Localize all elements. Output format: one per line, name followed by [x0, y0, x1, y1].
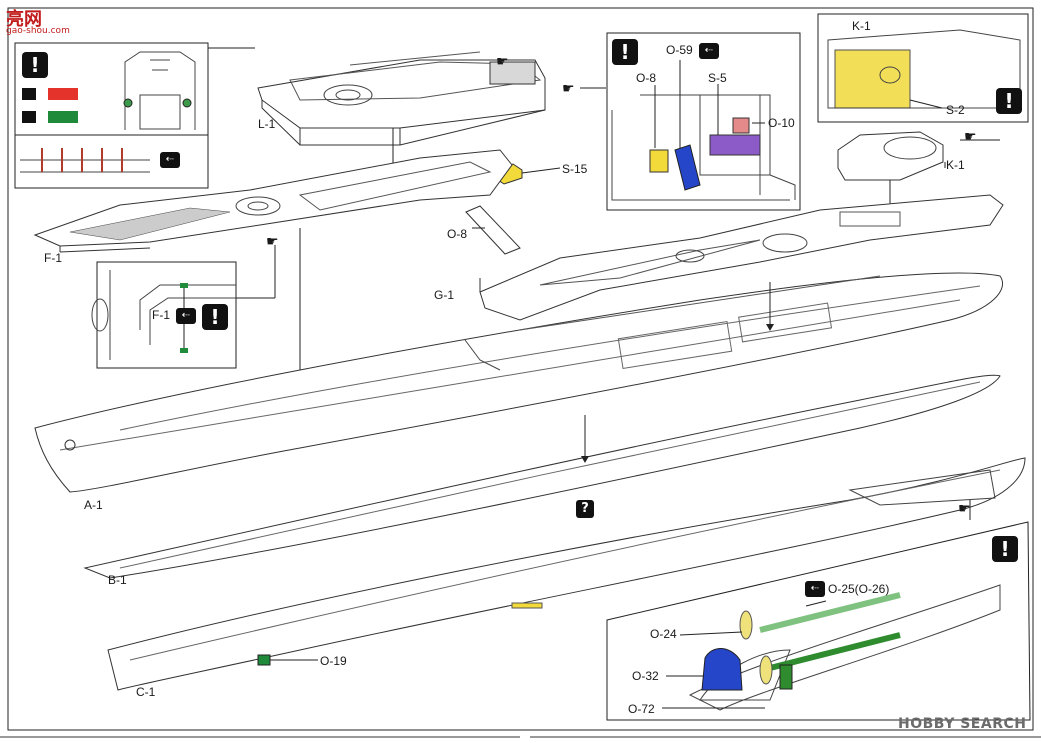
attach-badge-icon: ⇠ [699, 43, 719, 59]
hand-pointer-icon: ☛ [496, 54, 509, 70]
label-K1-inset: K-1 [852, 19, 871, 33]
label-O59: O-59 [666, 43, 693, 57]
hand-pointer-icon: ☛ [964, 129, 977, 145]
label-F1: F-1 [44, 251, 62, 265]
attach-badge-icon: ⇠ [805, 581, 825, 597]
part-L1 [257, 51, 546, 146]
inset-propellers [606, 521, 1031, 721]
part-O8 [465, 205, 521, 255]
label-F1-inset: F-1 [152, 308, 170, 322]
part-B1 [83, 374, 1001, 579]
warning-icon: ! [22, 52, 48, 78]
attach-badge-icon: ⇠ [176, 308, 196, 324]
label-S2: S-2 [946, 103, 965, 117]
hand-pointer-icon: ☛ [266, 234, 279, 250]
warning-icon: ! [996, 88, 1022, 114]
label-S5: S-5 [708, 71, 727, 85]
label-O8-inset: O-8 [636, 71, 657, 85]
watermark: HOBBY SEARCH [898, 716, 1027, 732]
part-A1 [34, 272, 1003, 493]
part-F1 [33, 149, 513, 253]
label-S15: S-15 [562, 162, 588, 176]
inset-K1 [817, 13, 1029, 123]
site-logo: 亮网 gao-shou.com [4, 5, 70, 37]
label-B1: B-1 [108, 573, 127, 587]
question-icon: ? [576, 500, 594, 518]
part-G1 [479, 194, 1004, 321]
label-O8: O-8 [447, 227, 468, 241]
inset-F1 [91, 245, 276, 369]
label-O72: O-72 [628, 702, 655, 716]
attach-badge-icon: ⇠ [160, 152, 180, 168]
logo-text: 亮网 [6, 9, 42, 30]
page-frame [7, 7, 1034, 731]
inset-top-left [14, 42, 255, 189]
label-O32: O-32 [632, 669, 659, 683]
hand-pointer-icon: ☛ [958, 501, 971, 517]
label-G1: G-1 [434, 288, 455, 302]
label-L1: L-1 [258, 117, 276, 131]
label-C1: C-1 [136, 685, 156, 699]
label-O24: O-24 [650, 627, 677, 641]
label-K1: K-1 [946, 158, 965, 172]
hand-pointer-icon: ☛ [562, 81, 575, 97]
inset-O59-detail [606, 32, 801, 211]
warning-icon: ! [612, 39, 638, 65]
part-C1 [107, 457, 1026, 691]
label-A1: A-1 [84, 498, 103, 512]
logo-url: gao-shou.com [6, 26, 70, 36]
warning-icon: ! [202, 304, 228, 330]
label-O19: O-19 [320, 654, 347, 668]
warning-icon: ! [992, 536, 1018, 562]
label-O10: O-10 [768, 116, 795, 130]
label-O25: O-25(O-26) [828, 582, 890, 596]
